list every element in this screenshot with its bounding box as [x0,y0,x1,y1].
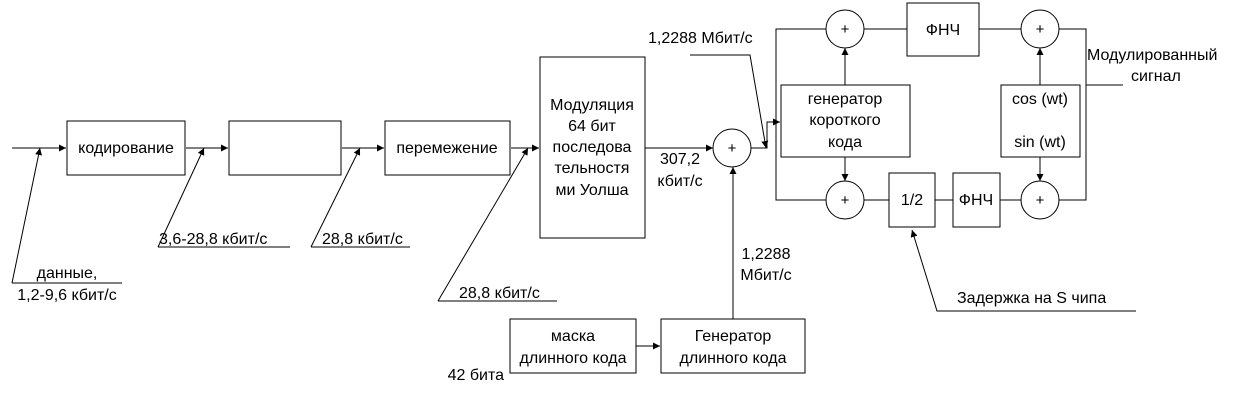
long-code-rate-line-1: 1,2288 [742,246,791,263]
short-code-rate-label: 1,2288 Мбит/с [648,30,753,47]
cos-label: cos (wt) [1012,91,1068,108]
short-code-generator-block: генератор короткого кода [780,84,911,158]
adder-bottom-left-symbol: + [841,192,850,209]
carrier-generator-block: cos (wt) sin (wt) [1000,84,1081,158]
long-code-mask-block: маска длинного кода [509,318,637,374]
adder-long-code: + [712,128,752,168]
data-label-line-2: 1,2-9,6 кбит/с [17,287,116,304]
sin-label: sin (wt) [1014,134,1066,151]
adder-bottom-right: + [1020,180,1060,220]
annotations: данные, 1,2-9,6 кбит/с 3,6-28,8 кбит/с 2… [17,30,1217,384]
short-gen-label-line-1: генератор [808,91,883,108]
walsh-label-line-1: Модуляция [550,97,634,114]
mask-label-line-1: маска [551,328,595,345]
long-code-rate-line-2: Мбит/с [740,267,791,284]
half-chip-label: 1/2 [901,192,923,209]
adder-bottom-left: + [825,180,865,220]
delay-label: Задержка на S чипа [957,290,1106,307]
connections [11,28,1136,350]
mask-label-line-2: длинного кода [520,350,627,367]
lpf-bottom-label: ФНЧ [959,192,993,209]
adder-long-code-symbol: + [728,140,737,157]
walsh-output-rate-line-2: кбит/с [657,173,702,190]
interleaving-label: перемежение [396,140,497,157]
short-gen-label-line-3: кода [828,134,862,151]
interleave-rate-label: 28,8 кбит/с [322,231,403,248]
empty-block [228,120,342,176]
walsh-label-line-4: тельностя [555,160,630,177]
adder-top-left: + [825,9,865,49]
long-gen-label-line-1: Генератор [695,328,772,345]
coding-label: кодирование [78,140,174,157]
output-label-line-1: Модулированный [1087,47,1217,64]
coding-block: кодирование [66,120,186,176]
walsh-modulation-block: Модуляция 64 бит последова тельностя ми … [539,56,646,239]
lpf-top-label: ФНЧ [926,22,960,39]
short-gen-label-line-2: короткого [809,112,880,129]
walsh-label-line-2: 64 бит [568,118,616,135]
long-code-generator-block: Генератор длинного кода [660,318,806,374]
lpf-top-block: ФНЧ [906,2,980,57]
adder-bottom-right-symbol: + [1036,192,1045,209]
walsh-label-line-5: ми Уолша [555,182,628,199]
walsh-output-rate-line-1: 307,2 [660,151,700,168]
lpf-bottom-block: ФНЧ [952,172,1001,228]
output-label-line-2: сигнал [1131,68,1181,85]
adder-top-right: + [1020,9,1060,49]
coding-rate-label: 3,6-28,8 кбит/с [159,231,267,248]
adder-top-right-symbol: + [1036,21,1045,38]
data-label-line-1: данные, [37,265,98,282]
adder-top-left-symbol: + [841,21,850,38]
long-gen-label-line-2: длинного кода [680,350,787,367]
interleaving-block: перемежение [384,120,511,176]
walsh-label-line-3: последова [553,139,632,156]
mask-bits-label: 42 бита [448,367,504,384]
half-chip-delay-block: 1/2 [888,172,936,228]
walsh-input-rate-label: 28,8 кбит/с [459,285,540,302]
